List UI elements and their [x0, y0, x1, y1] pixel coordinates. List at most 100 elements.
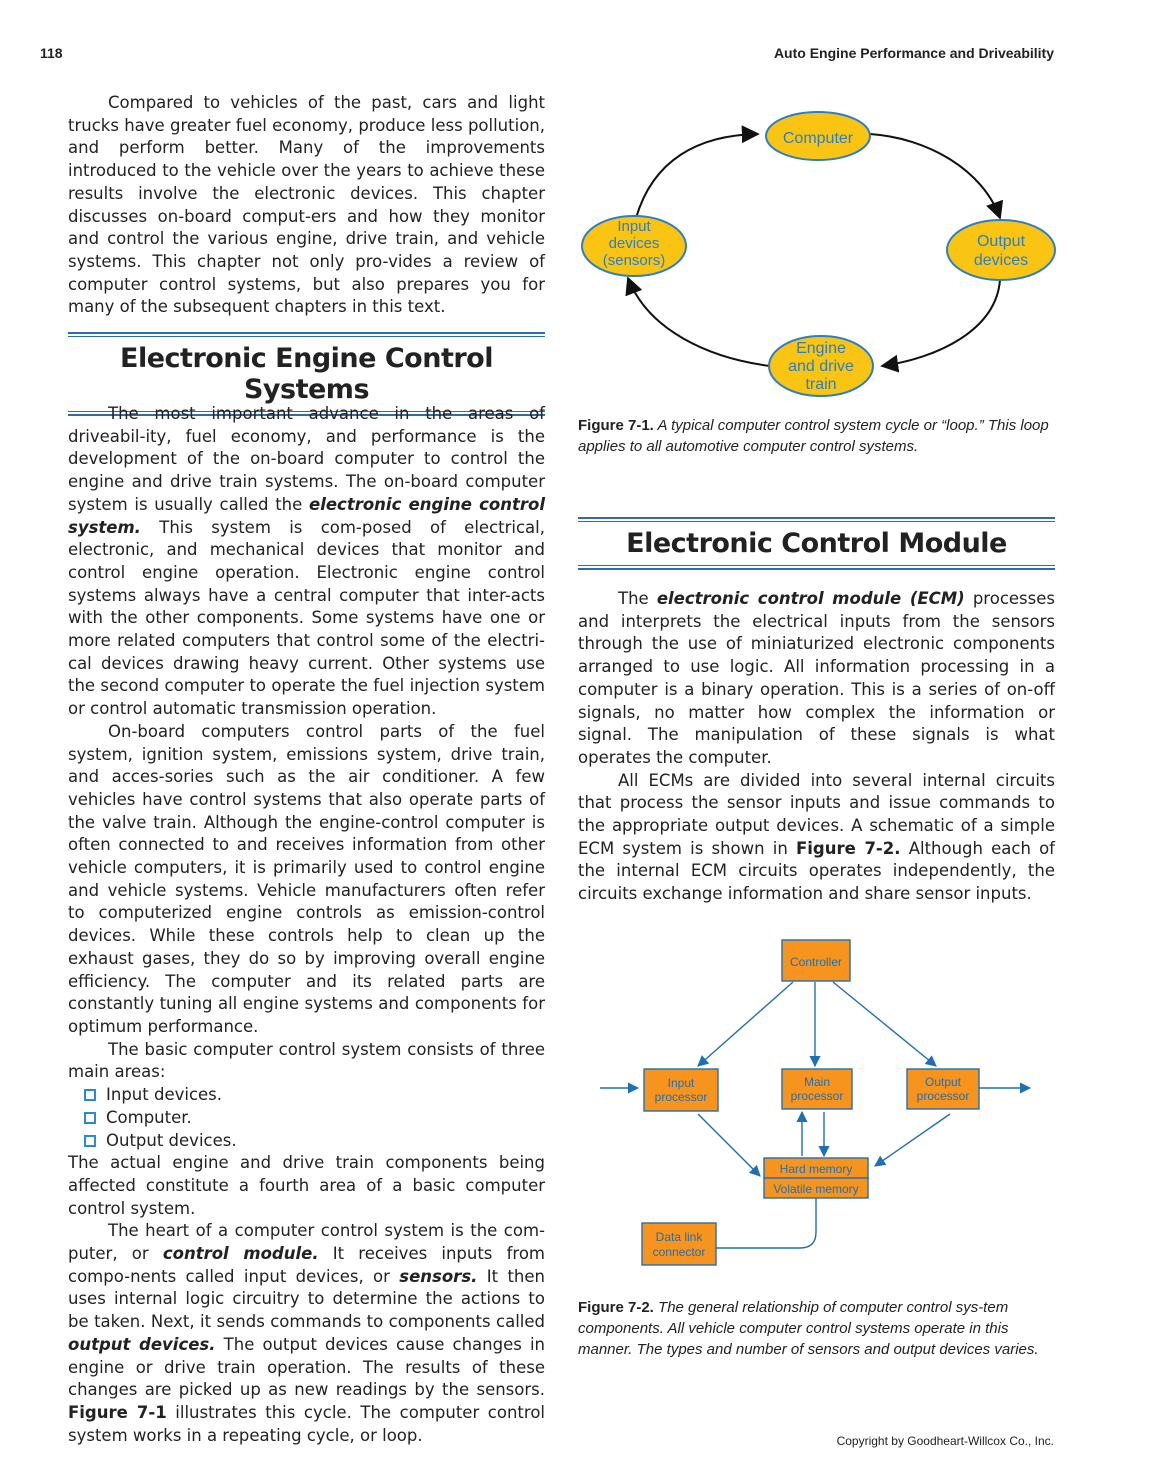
block-label: processor: [791, 1089, 844, 1103]
text-run: It then uses internal logic circuitry to…: [68, 1266, 545, 1332]
key-term: output devices.: [68, 1334, 216, 1354]
line-memory-to-dlc: [716, 1198, 817, 1249]
text-run: The: [618, 589, 657, 608]
node-label: Computer: [783, 130, 854, 147]
key-term: electronic engine control system.: [68, 494, 545, 537]
block-volatile-memory: [763, 1177, 869, 1199]
block-memory: Hard memory Volatile memory: [763, 1157, 869, 1199]
arrow-controller-to-output: [832, 981, 937, 1067]
list-item-label: Output devices.: [106, 1130, 237, 1150]
node-computer: Computer: [765, 111, 871, 161]
paragraph: The basic computer control system consis…: [68, 1039, 545, 1082]
caption-text: A typical computer control system cycle …: [578, 417, 1049, 455]
page-number: 118: [40, 45, 63, 61]
key-term: sensors.: [399, 1266, 478, 1286]
figure-7-1-loop-diagram: Computer Input devices (sensors) Output …: [581, 111, 1056, 397]
block-controller: Controller: [781, 939, 851, 982]
node-label: and drive: [788, 358, 854, 375]
left-column: Compared to vehicles of the past, cars a…: [68, 92, 545, 319]
connector-lines: [600, 981, 1032, 1249]
checkbox-bullet-icon: [84, 1134, 96, 1147]
text-run: processes and interprets the electrical …: [578, 589, 1055, 767]
node-label: Input: [617, 218, 651, 235]
node-output-devices: Output devices: [946, 219, 1056, 281]
text-run: It receives inputs from compo-nents call…: [68, 1244, 545, 1286]
heading-rule-top: [578, 517, 1055, 519]
node-label: Output: [977, 233, 1026, 250]
block-label: Output: [925, 1075, 962, 1089]
node-label: Engine: [796, 340, 846, 357]
figure-7-1-caption: Figure 7-1. A typical computer control s…: [578, 415, 1056, 457]
figure-reference: Figure 7-1: [68, 1402, 167, 1422]
block-label: Input: [668, 1076, 695, 1090]
text-run: This system is com-posed of electrical, …: [68, 517, 545, 719]
paragraph: The most important advance in the areas …: [68, 403, 545, 721]
section2-body: The electronic control module (ECM) proc…: [578, 588, 1055, 906]
text-run: The heart of a computer control system i…: [68, 1221, 545, 1264]
copyright-footer: Copyright by Goodheart-Willcox Co., Inc.: [836, 1434, 1054, 1448]
figure-7-2-ecm-block-diagram: Controller Input processor Main processo…: [600, 939, 1032, 1266]
checkbox-bullet-icon: [84, 1112, 96, 1125]
list-item: Output devices.: [68, 1130, 545, 1153]
block-label: Data link: [656, 1230, 704, 1244]
block-label: Hard memory: [780, 1162, 853, 1176]
arrow-output-to-engine: [880, 279, 1001, 373]
text-run: Although each of the internal ECM circui…: [578, 838, 1055, 904]
intro-paragraph: Compared to vehicles of the past, cars a…: [68, 93, 545, 317]
heading-rule-top-thin: [68, 336, 545, 337]
arrow-output-to-memory: [874, 1113, 951, 1167]
paragraph: The heart of a computer control system i…: [68, 1220, 545, 1447]
key-term: control module.: [162, 1244, 319, 1264]
caption-text: The general relationship of computer con…: [578, 1299, 1039, 1358]
node-label: devices: [974, 252, 1028, 269]
node-label: train: [805, 376, 836, 393]
block-output-processor: Output processor: [906, 1068, 980, 1110]
text-run: illustrates this cycle. The computer con…: [68, 1402, 545, 1445]
key-term: electronic control module (ECM): [656, 589, 965, 608]
text-run: The output devices cause changes in engi…: [68, 1334, 545, 1400]
node-input-devices: Input devices (sensors): [581, 215, 687, 277]
heading-rule-top-thin: [578, 521, 1055, 522]
heading-rule-bottom: [68, 414, 545, 416]
heading-rule-bottom: [578, 568, 1055, 570]
section-title: Electronic Control Module: [626, 528, 1007, 559]
text-run: All ECMs are divided into several intern…: [578, 770, 1055, 858]
paragraph: The actual engine and drive train compon…: [68, 1153, 545, 1218]
paragraph: The electronic control module (ECM) proc…: [578, 588, 1055, 770]
node-label: devices: [609, 235, 660, 252]
list-item: Computer.: [68, 1107, 545, 1130]
heading-rule-bottom-thin: [68, 411, 545, 412]
text-run: The most important advance in the areas …: [68, 404, 545, 514]
block-data-link-connector: Data link connector: [641, 1222, 717, 1266]
list-item: Input devices.: [68, 1084, 545, 1107]
section-title: Electronic Engine Control Systems: [120, 343, 493, 405]
section1-body: The most important advance in the areas …: [68, 403, 545, 1447]
figure-7-2-caption: Figure 7-2. The general relationship of …: [578, 1297, 1056, 1360]
paragraph: On-board computers control parts of the …: [68, 721, 545, 1036]
block-label: Controller: [790, 955, 842, 969]
block-label: Volatile memory: [773, 1182, 858, 1196]
block-label: Main: [804, 1075, 830, 1089]
node-label: (sensors): [603, 252, 666, 269]
block-input-processor: Input processor: [643, 1068, 719, 1112]
heading-rule-top: [68, 332, 545, 334]
node-engine-drive-train: Engine and drive train: [768, 335, 874, 397]
heading-rule-bottom-thin: [578, 565, 1055, 566]
block-label: connector: [653, 1245, 706, 1259]
arrow-computer-to-output: [869, 133, 1004, 220]
section-heading-ecm: Electronic Control Module: [578, 517, 1055, 570]
arrow-engine-to-input: [625, 276, 771, 367]
caption-label: Figure 7-2.: [578, 1299, 654, 1316]
list-item-label: Computer.: [106, 1107, 192, 1127]
caption-label: Figure 7-1.: [578, 417, 654, 434]
running-header: Auto Engine Performance and Driveability: [773, 45, 1054, 61]
arrow-input-to-memory: [697, 1113, 761, 1177]
list-item-label: Input devices.: [106, 1085, 223, 1105]
checkbox-bullet-icon: [84, 1089, 96, 1102]
block-label: processor: [917, 1089, 970, 1103]
section-heading-engine-control: Electronic Engine Control Systems: [68, 332, 545, 416]
arrow-controller-to-input: [697, 981, 794, 1067]
figure-reference: Figure 7-2.: [795, 838, 901, 858]
paragraph: All ECMs are divided into several intern…: [578, 770, 1055, 906]
arrow-input-to-computer: [635, 125, 760, 219]
